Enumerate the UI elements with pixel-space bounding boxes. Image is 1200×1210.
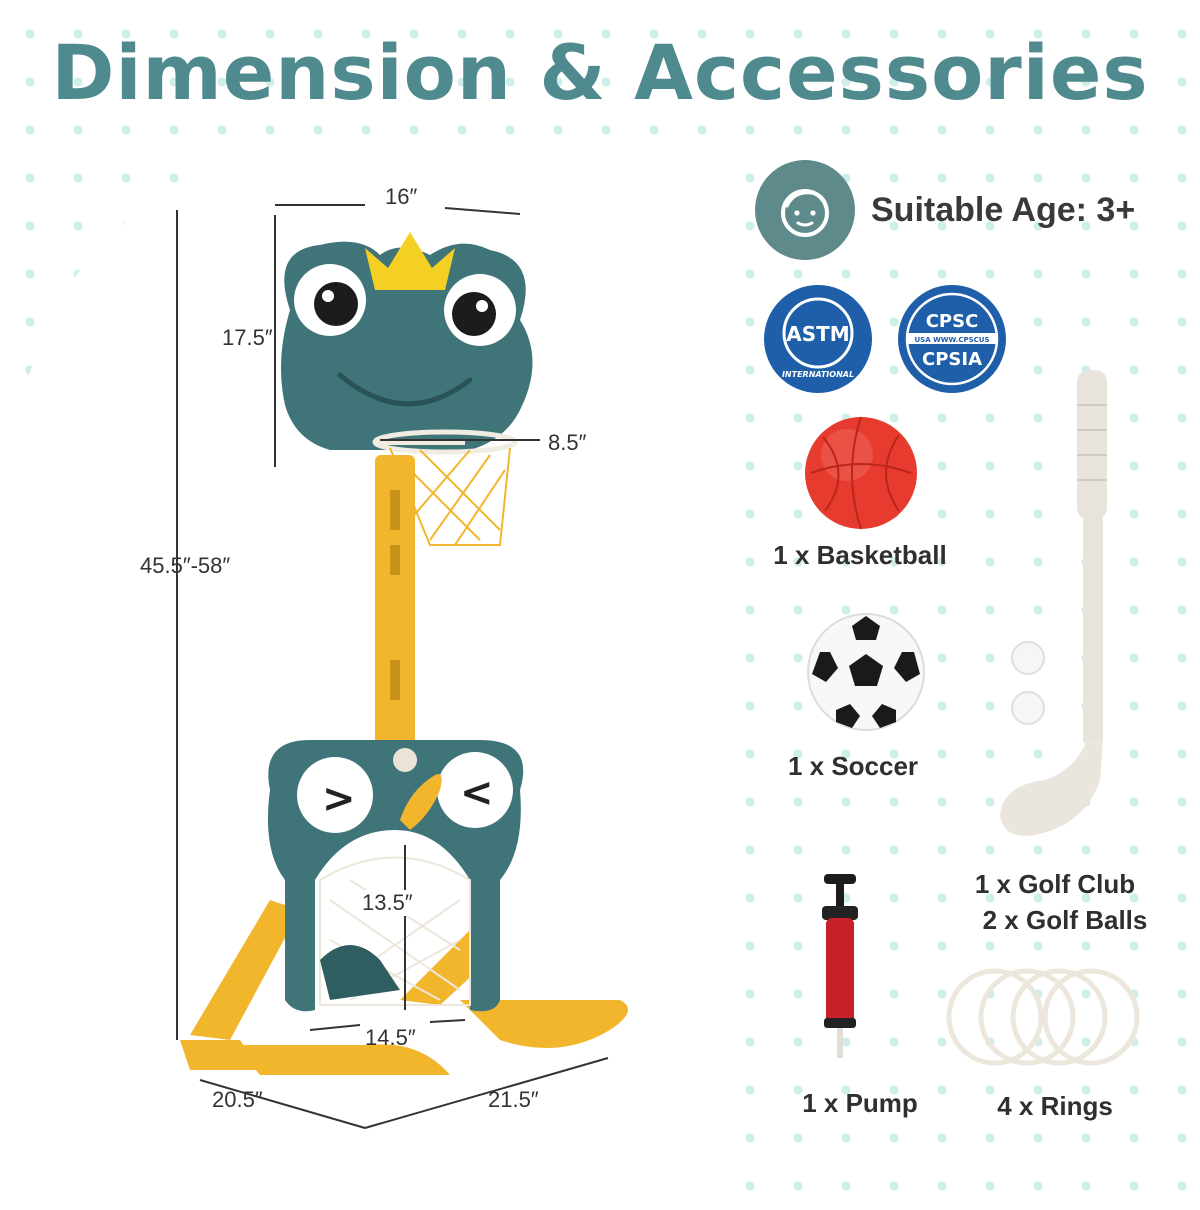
- rings-icon: [946, 968, 1140, 1066]
- age-row: Suitable Age: 3+: [755, 160, 1135, 260]
- cpsc-mid-text: USA WWW.CPSCUS: [914, 336, 989, 344]
- dim-base-right: 21.5″: [488, 1087, 539, 1112]
- svg-text:>: >: [322, 776, 356, 822]
- astm-badge-icon: ASTM INTERNATIONAL: [764, 285, 872, 393]
- svg-text:<: <: [460, 770, 494, 816]
- dim-base-left: 20.5″: [212, 1087, 263, 1112]
- dim-board-height: 17.5″: [222, 325, 273, 350]
- golf-ball-icon: [1011, 641, 1045, 675]
- dim-rim: 8.5″: [548, 430, 587, 455]
- soccer-label: 1 x Soccer: [787, 751, 919, 781]
- frog-hoop-illustration: > <: [176, 204, 628, 1129]
- dim-goal-height: 13.5″: [362, 890, 413, 916]
- cpsc-badge-icon: CPSC USA WWW.CPSCUS CPSIA: [898, 285, 1006, 393]
- golf-balls-label: 2 x Golf Balls: [982, 905, 1148, 935]
- pump-icon: [822, 874, 858, 1058]
- golf-club-label: 1 x Golf Club: [974, 869, 1136, 899]
- pump-label: 1 x Pump: [802, 1088, 918, 1118]
- soccer-ball-icon: [807, 613, 925, 731]
- golf-ball-icon: [1011, 691, 1045, 725]
- dim-total-height: 45.5″-58″: [140, 553, 231, 578]
- golf-club-icon: [1000, 370, 1107, 836]
- child-face-icon: [755, 160, 855, 260]
- basketball-label: 1 x Basketball: [773, 540, 947, 570]
- astm-bottom-text: INTERNATIONAL: [782, 370, 854, 379]
- age-label: Suitable Age: 3+: [871, 190, 1136, 229]
- cpsc-top-text: CPSC: [926, 311, 979, 332]
- dim-goal-width: 14.5″: [365, 1025, 416, 1050]
- astm-top-text: ASTM: [786, 322, 849, 346]
- basketball-icon: [805, 416, 917, 530]
- rings-label: 4 x Rings: [997, 1091, 1113, 1121]
- page-title: Dimension & Accessories: [51, 28, 1149, 117]
- cpsc-bottom-text: CPSIA: [922, 349, 982, 370]
- dim-width-top: 16″: [385, 184, 418, 209]
